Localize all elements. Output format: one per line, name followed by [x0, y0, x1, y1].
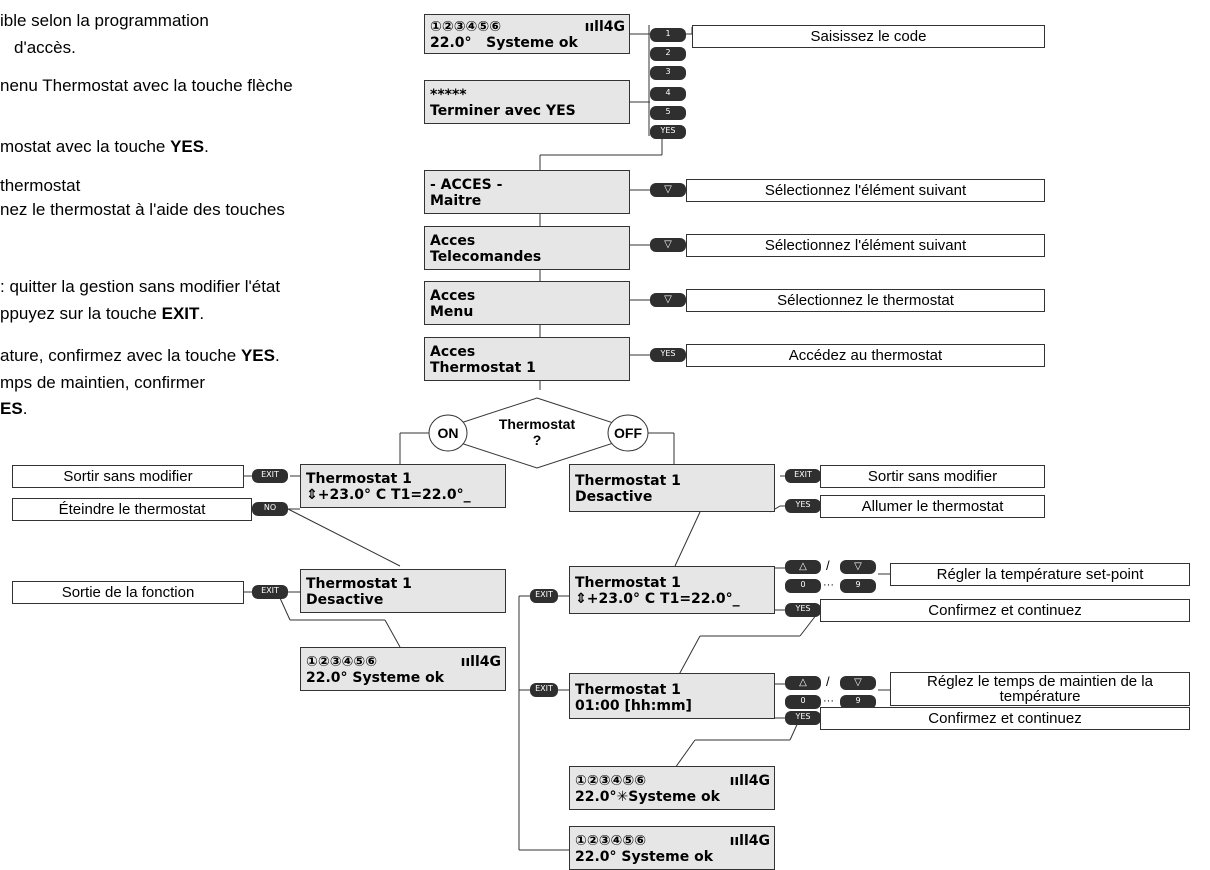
key-0-1[interactable]: 0: [785, 579, 821, 593]
signal-icon: ııll4G: [584, 19, 625, 35]
key-yes-access[interactable]: YES: [650, 348, 686, 362]
slash-separator: /: [826, 558, 830, 573]
key-down-2[interactable]: ▽: [650, 238, 686, 252]
range-dots: ···: [823, 579, 834, 591]
instruction-7: : quitter la gestion sans modifier l'éta…: [0, 277, 281, 296]
on-label: ON: [437, 425, 459, 441]
key-yes-turn-on[interactable]: YES: [785, 499, 821, 513]
label-exit-no-change-right: Sortir sans modifier: [820, 465, 1045, 488]
instruction-2: d'accès.: [14, 38, 76, 57]
key-exit-time[interactable]: EXIT: [530, 683, 558, 697]
label-access-thermostat: Accédez au thermostat: [686, 344, 1045, 367]
label-turn-on: Allumer le thermostat: [820, 495, 1045, 518]
signal-icon: ııll4G: [729, 833, 770, 849]
instruction-11: ES.: [0, 399, 28, 418]
lcd-thermostat-off-left: Thermostat 1 Desactive: [300, 569, 506, 613]
lcd-acces-telecommandes: Acces Telecomandes: [424, 226, 630, 270]
slash-separator-2: /: [826, 674, 830, 689]
label-set-hold-time: Réglez le temps de maintien de la tempér…: [890, 672, 1190, 706]
key-exit-right[interactable]: EXIT: [785, 469, 821, 483]
off-label: OFF: [614, 425, 642, 441]
lcd-thermostat-off-right: Thermostat 1 Desactive: [569, 464, 775, 512]
key-yes-confirm-2[interactable]: YES: [785, 711, 821, 725]
decision-diamond: [428, 397, 646, 469]
label-confirm-1: Confirmez et continuez: [820, 599, 1190, 622]
key-9-1[interactable]: 9: [840, 579, 876, 593]
label-exit-no-change-left: Sortir sans modifier: [12, 465, 244, 488]
lcd-thermostat-time: Thermostat 1 01:00 [hh:mm]: [569, 673, 775, 719]
key-yes-code[interactable]: YES: [650, 125, 686, 139]
key-yes-confirm-1[interactable]: YES: [785, 603, 821, 617]
instruction-6: nez le thermostat à l'aide des touches: [0, 200, 285, 219]
signal-icon: ııll4G: [460, 654, 501, 670]
instruction-1: ible selon la programmation: [0, 11, 209, 30]
instruction-10: mps de maintien, confirmer: [0, 373, 206, 392]
lcd-acces-maitre: - ACCES - Maitre: [424, 170, 630, 214]
key-down-4[interactable]: ▽: [840, 560, 876, 574]
key-2[interactable]: 2: [650, 47, 686, 61]
label-next-item-2: Sélectionnez l'élément suivant: [686, 234, 1045, 257]
label-confirm-2: Confirmez et continuez: [820, 707, 1190, 730]
key-up-2[interactable]: △: [785, 676, 821, 690]
lcd-code-entry: ***** Terminer avec YES: [424, 80, 630, 124]
key-down-5[interactable]: ▽: [840, 676, 876, 690]
lcd-thermostat-setpoint: Thermostat 1 ⇕+23.0° C T1=22.0°_: [569, 566, 775, 614]
lcd-status-final: ①②③④⑤⑥ ııll4G 22.0° Systeme ok: [569, 826, 775, 870]
lcd-status-top: ①②③④⑤⑥ ııll4G 22.0° Systeme ok: [424, 14, 630, 54]
label-enter-code: Saisissez le code: [692, 25, 1045, 48]
instruction-8: ppuyez sur la touche EXIT.: [0, 304, 205, 323]
instruction-9: ature, confirmez avec la touche YES.: [0, 346, 280, 365]
label-exit-function: Sortie de la fonction: [12, 581, 244, 604]
label-select-thermostat: Sélectionnez le thermostat: [686, 289, 1045, 312]
lcd-acces-thermostat: Acces Thermostat 1: [424, 337, 630, 381]
label-next-item-1: Sélectionnez l'élément suivant: [686, 179, 1045, 202]
decision-text: Thermostat?: [498, 416, 576, 448]
key-5[interactable]: 5: [650, 106, 686, 120]
lcd-acces-menu: Acces Menu: [424, 281, 630, 325]
on-node: [428, 414, 468, 452]
key-exit-left-2[interactable]: EXIT: [252, 585, 288, 599]
label-set-temperature: Régler la température set-point: [890, 563, 1190, 586]
key-no[interactable]: NO: [252, 502, 288, 516]
off-node: [607, 414, 649, 452]
instruction-3: nenu Thermostat avec la touche flèche: [0, 76, 293, 95]
key-3[interactable]: 3: [650, 66, 686, 80]
key-down-3[interactable]: ▽: [650, 293, 686, 307]
signal-icon: ııll4G: [729, 773, 770, 789]
lcd-status-line: 22.0° Systeme ok: [430, 35, 578, 51]
key-1[interactable]: 1: [650, 28, 686, 42]
key-exit-left-1[interactable]: EXIT: [252, 469, 288, 483]
key-exit-setpoint[interactable]: EXIT: [530, 589, 558, 603]
key-0-2[interactable]: 0: [785, 695, 821, 709]
lcd-status-heating: ①②③④⑤⑥ ııll4G 22.0°✳Systeme ok: [569, 766, 775, 810]
label-turn-off: Éteindre le thermostat: [12, 498, 252, 521]
lcd-zones: ①②③④⑤⑥: [430, 19, 502, 35]
key-4[interactable]: 4: [650, 87, 686, 101]
lcd-status-after-exit: ①②③④⑤⑥ ııll4G 22.0° Systeme ok: [300, 647, 506, 691]
lcd-thermostat-on: Thermostat 1 ⇕+23.0° C T1=22.0°_: [300, 464, 506, 508]
instruction-5: thermostat: [0, 176, 81, 195]
key-9-2[interactable]: 9: [840, 695, 876, 709]
instruction-4: mostat avec la touche YES.: [0, 137, 209, 156]
key-down-1[interactable]: ▽: [650, 183, 686, 197]
range-dots-2: ···: [823, 695, 834, 707]
key-up-1[interactable]: △: [785, 560, 821, 574]
